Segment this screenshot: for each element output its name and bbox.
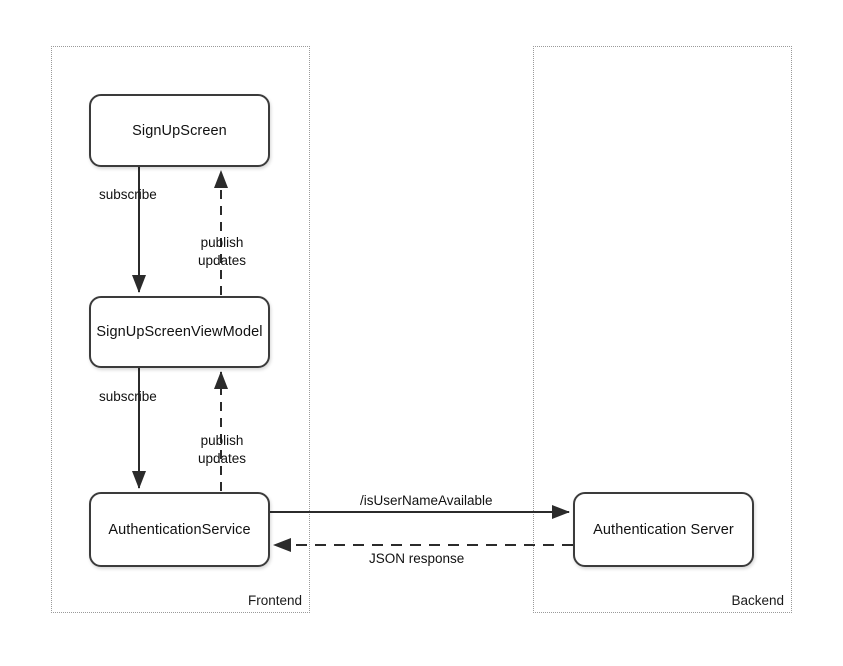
node-signup-screen-label: SignUpScreen [132,122,227,139]
zone-backend [533,46,792,613]
edge-label-service-to-viewmodel: publish updates [190,432,254,468]
node-signup-screen-view-model[interactable]: SignUpScreenViewModel [89,296,270,368]
edge-label-viewmodel-to-service: subscribe [99,389,157,404]
edge-label-line-2: updates [197,451,247,466]
zone-frontend [51,46,310,613]
node-authentication-service-label: AuthenticationService [108,521,251,538]
node-authentication-server[interactable]: Authentication Server [573,492,754,567]
node-signup-screen-view-model-label: SignUpScreenViewModel [96,324,263,340]
edge-label-server-to-service-response: JSON response [369,551,465,566]
edge-label-viewmodel-to-screen: publish updates [190,234,254,270]
node-authentication-service[interactable]: AuthenticationService [89,492,270,567]
edge-label-service-to-server-request: /isUserNameAvailable [360,493,493,508]
zone-backend-label: Backend [731,593,784,608]
node-signup-screen[interactable]: SignUpScreen [89,94,270,167]
edge-label-line-2: updates [197,253,247,268]
edge-label-screen-to-viewmodel: subscribe [99,187,157,202]
zone-frontend-label: Frontend [247,593,302,608]
edge-label-line-1: publish [200,433,244,448]
edge-label-line-1: publish [200,235,244,250]
node-authentication-server-label: Authentication Server [593,521,734,538]
